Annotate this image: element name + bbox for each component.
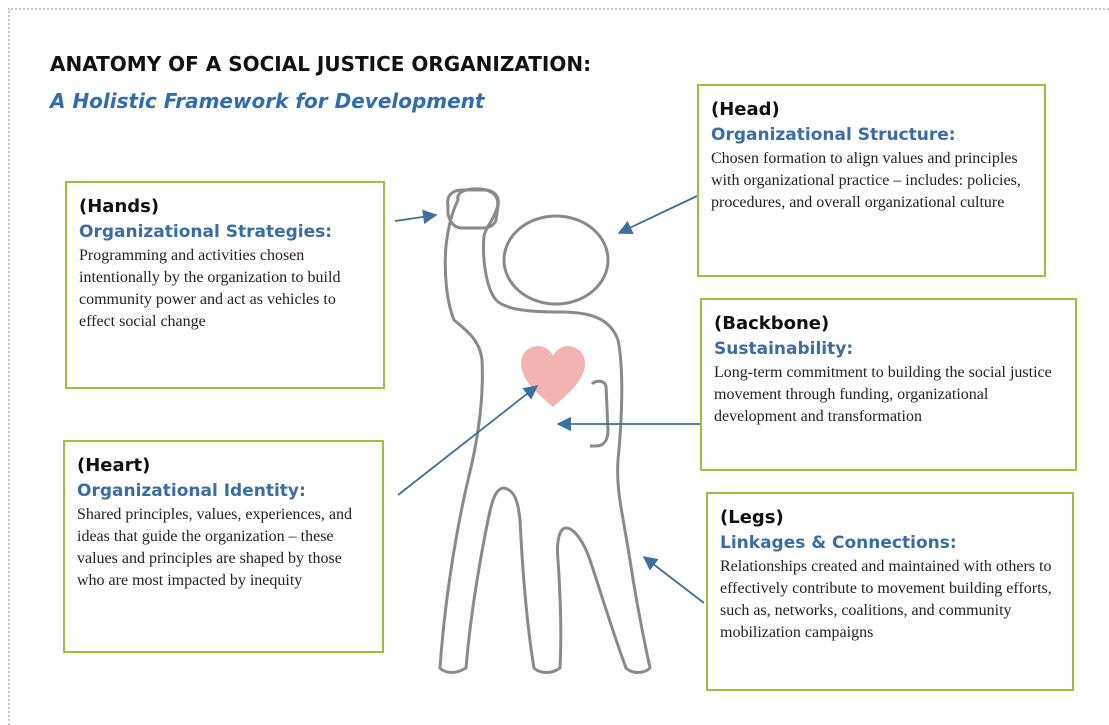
- head-box: (Head) Organizational Structure: Chosen …: [697, 84, 1046, 277]
- legs-description: Relationships created and maintained wit…: [720, 558, 1052, 641]
- hands-tag: (Hands): [79, 196, 160, 217]
- page-frame: [8, 8, 1109, 725]
- raised-fist: [446, 188, 500, 230]
- lowered-arm: [590, 379, 610, 448]
- backbone-box: (Backbone) Sustainability: Long-term com…: [700, 298, 1077, 471]
- arrow-head: [617, 195, 698, 234]
- body-outline: [438, 187, 652, 674]
- hands-heading: Organizational Strategies:: [79, 222, 333, 242]
- figure-head: [502, 214, 610, 306]
- legs-tag: (Legs): [720, 507, 784, 528]
- hands-box: (Hands) Organizational Strategies: Progr…: [65, 181, 385, 389]
- arrow-heart: [397, 385, 539, 496]
- hands-description: Programming and activities chosen intent…: [79, 247, 341, 330]
- arrow-hands: [394, 209, 438, 225]
- legs-box: (Legs) Linkages & Connections: Relations…: [706, 492, 1074, 691]
- heart-heading: Organizational Identity:: [77, 481, 306, 501]
- backbone-heading: Sustainability:: [714, 339, 854, 359]
- head-description: Chosen formation to align values and pri…: [711, 150, 1021, 211]
- arrow-legs: [642, 556, 705, 604]
- backbone-description: Long-term commitment to building the soc…: [714, 364, 1052, 425]
- diagram-subtitle: A Holistic Framework for Development: [50, 89, 485, 113]
- head-heading: Organizational Structure:: [711, 125, 956, 145]
- heart-tag: (Heart): [77, 455, 151, 476]
- head-tag: (Head): [711, 99, 780, 120]
- legs-heading: Linkages & Connections:: [720, 533, 957, 553]
- diagram-title: ANATOMY OF A SOCIAL JUSTICE ORGANIZATION…: [50, 52, 592, 76]
- heart-icon: [521, 346, 585, 407]
- heart-box: (Heart) Organizational Identity: Shared …: [63, 440, 384, 653]
- heart-description: Shared principles, values, experiences, …: [77, 506, 353, 589]
- backbone-tag: (Backbone): [714, 313, 830, 334]
